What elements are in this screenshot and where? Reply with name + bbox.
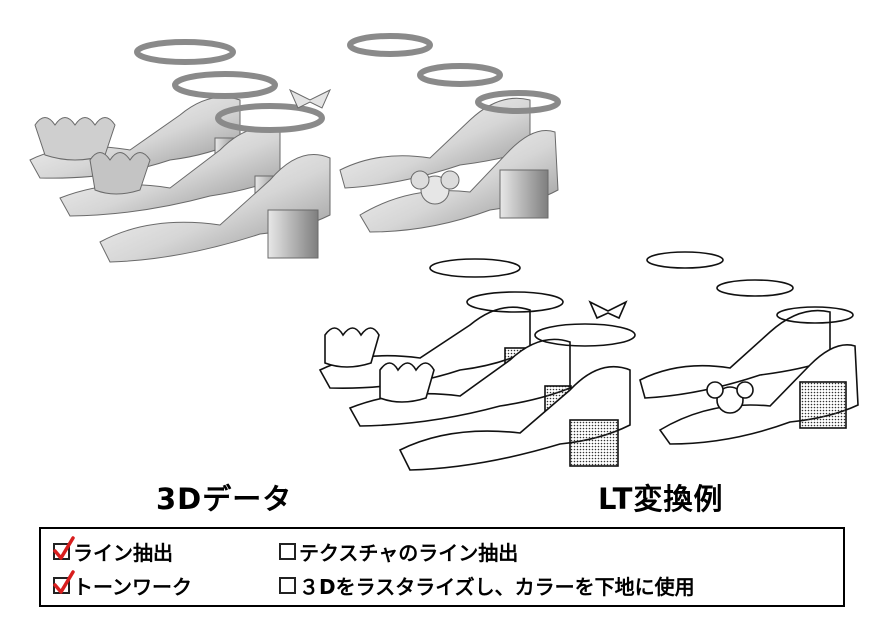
option-texture-line-extraction[interactable]: テクスチャのライン抽出 <box>279 537 518 565</box>
sandal-lt-lineart <box>300 250 870 490</box>
caption-lt-conversion: LT変換例 <box>598 482 724 516</box>
option-line-extraction[interactable]: ライン抽出 <box>53 535 173 565</box>
option-label: テクスチャのライン抽出 <box>299 540 519 565</box>
option-label: トーンワーク <box>73 574 192 599</box>
sandal-3d-illustration <box>29 33 561 263</box>
checkbox-unchecked-icon[interactable] <box>279 576 296 594</box>
option-rasterize-3d-color[interactable]: ３Dをラスタライズし、カラーを下地に使用 <box>279 571 695 599</box>
checkbox-checked-icon[interactable] <box>53 535 75 560</box>
caption-3d-data: 3Dデータ <box>156 482 293 516</box>
options-panel: ライン抽出 トーンワーク テクスチャのライン抽出 ３Dをラスタライズし、カラーを… <box>39 527 845 607</box>
checkbox-checked-icon[interactable] <box>53 569 75 594</box>
sandal-3d-render <box>10 20 570 280</box>
checkbox-unchecked-icon[interactable] <box>279 542 296 560</box>
sandal-lineart-illustration <box>318 251 859 471</box>
option-label: ライン抽出 <box>73 540 173 565</box>
option-label: ３Dをラスタライズし、カラーを下地に使用 <box>299 574 695 599</box>
option-tone-work[interactable]: トーンワーク <box>53 569 192 599</box>
